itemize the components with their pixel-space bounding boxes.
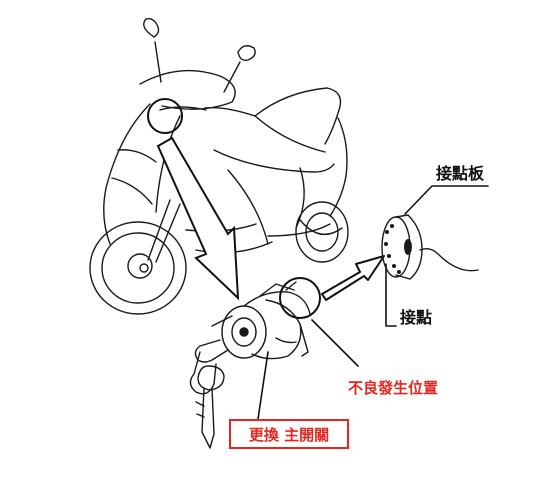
replace-main-switch-box: 更換 主開關 [229,419,349,449]
ignition-switch-assembly [189,281,311,449]
contact-point-leader [385,263,397,327]
contact-point-label: 接點 [400,308,433,327]
contact-plate-part [381,214,479,280]
replace-main-switch-label: 更換 主開關 [248,425,330,444]
defect-location-label: 不良發生位置 [348,379,439,397]
replace-switch-leader [257,351,269,420]
contact-location-circle [279,277,321,319]
scooter-illustration [89,17,349,315]
contact-plate-label: 接點板 [436,164,485,183]
ignition-location-circle [147,98,183,134]
pointer-arrow-down [156,136,240,301]
defect-location-leader [311,319,359,367]
pointer-arrow-right [321,255,385,301]
contact-plate-leader [404,185,489,215]
